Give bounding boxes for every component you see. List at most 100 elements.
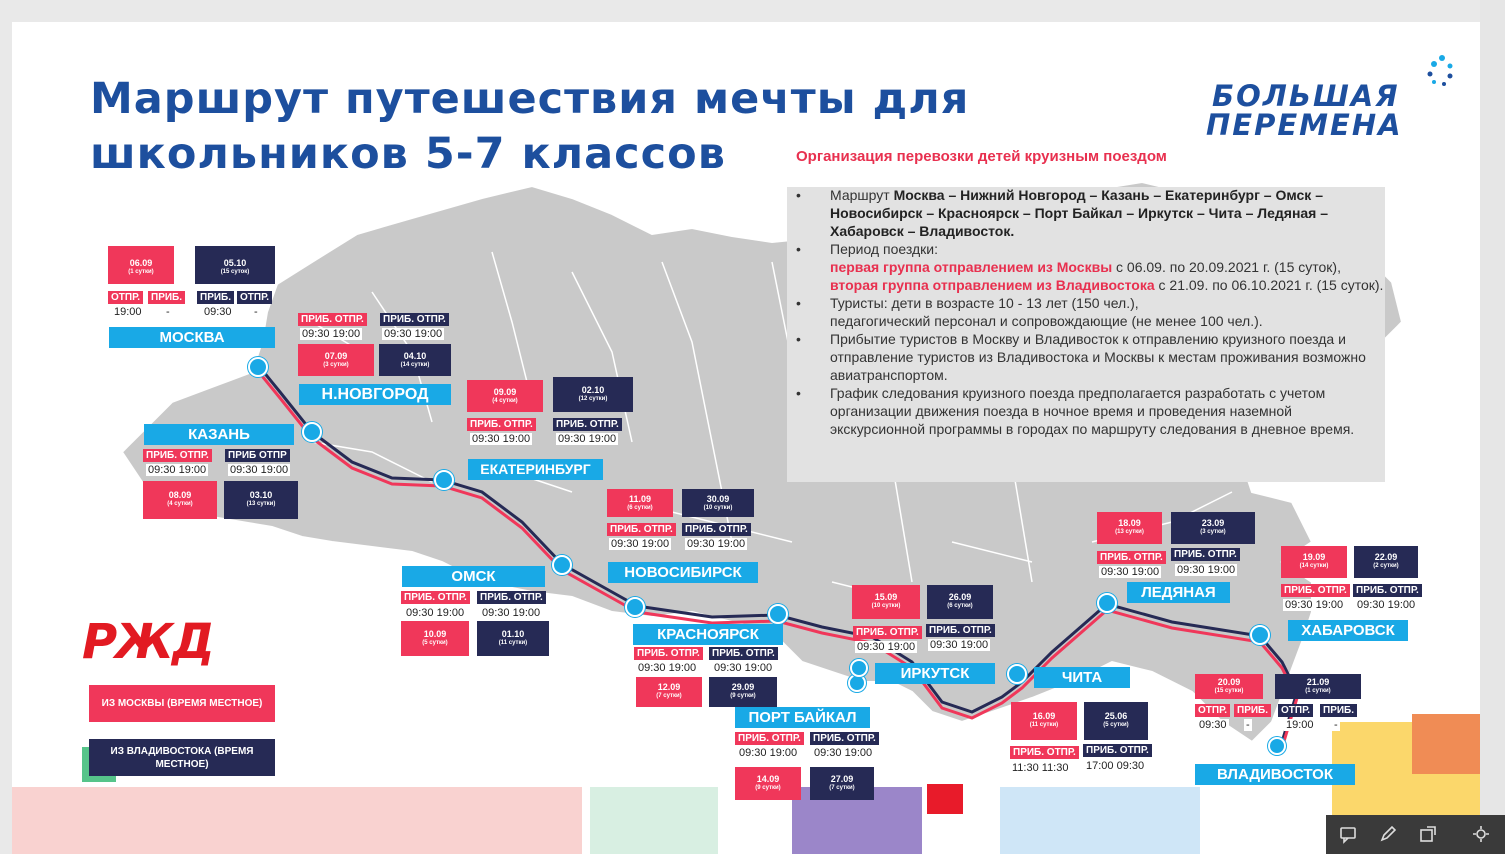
ledyanaya-navy-box: 23.09(3 сутки) xyxy=(1171,512,1255,544)
city-label-portbaikal: ПОРТ БАЙКАЛ xyxy=(735,707,870,728)
irkutsk-pink-time: 09:30 19:00 xyxy=(855,641,918,653)
ledyanaya-pink-time: 09:30 19:00 xyxy=(1099,566,1162,578)
station-dot-irkutsk[interactable] xyxy=(850,659,868,677)
city-label-nnovgorod: Н.НОВГОРОД xyxy=(299,384,451,405)
krasnoyarsk-pink-label: ПРИБ. ОТПР. xyxy=(634,647,703,660)
novosibirsk-pink-label: ПРИБ. ОТПР. xyxy=(607,523,676,536)
viewer-toolbar xyxy=(1326,815,1505,854)
vladivostok-pink-time-1: 09:30 xyxy=(1197,719,1229,731)
bottom-band-segment xyxy=(1412,714,1480,774)
krasnoyarsk-navy-label: ПРИБ. ОТПР. xyxy=(709,647,778,660)
ledyanaya-pink-box: 18.09(13 сутки) xyxy=(1097,512,1162,544)
station-dot-krasnoyarsk[interactable] xyxy=(768,604,788,624)
info-list: •Маршрут Москва – Нижний Новгород – Каза… xyxy=(794,186,1389,438)
nnovgorod-navy-time: 09:30 19:00 xyxy=(382,328,445,340)
chita-navy-time: 17:00 09:30 xyxy=(1084,760,1147,772)
settings-icon[interactable] xyxy=(1471,824,1491,844)
vladivostok-pink-label-1: ОТПР. xyxy=(1195,704,1231,717)
rzd-logo: РЖД xyxy=(82,614,215,670)
city-label-chita: ЧИТА xyxy=(1034,667,1130,688)
station-dot-khabarovsk[interactable] xyxy=(1250,625,1270,645)
vladivostok-pink-label-2: ПРИБ. xyxy=(1234,704,1272,717)
vladivostok-navy-label-2: ПРИБ. xyxy=(1320,704,1358,717)
bottom-band-segment xyxy=(12,787,582,854)
fullscreen-icon[interactable] xyxy=(1418,824,1438,844)
city-label-ledyanaya: ЛЕДЯНАЯ xyxy=(1127,582,1230,603)
station-dot-moscow[interactable] xyxy=(248,357,268,377)
novosibirsk-pink-time: 09:30 19:00 xyxy=(609,538,672,550)
moscow-navy-label-1: ПРИБ. xyxy=(197,291,235,304)
irkutsk-pink-label: ПРИБ. ОТПР. xyxy=(853,626,922,639)
station-dot-ekaterinburg[interactable] xyxy=(434,470,454,490)
novosibirsk-navy-label: ПРИБ. ОТПР. xyxy=(682,523,751,536)
station-dot-ledyanaya[interactable] xyxy=(1097,593,1117,613)
irkutsk-pink-box: 15.09(10 сутки) xyxy=(852,585,920,619)
moscow-navy-time-1: 09:30 xyxy=(202,306,234,318)
vladivostok-navy-box: 21.09(1 сутки) xyxy=(1275,674,1361,699)
krasnoyarsk-pink-box: 12.09(7 сутки) xyxy=(636,677,702,707)
kazan-navy-box: 03.10(13 сутки) xyxy=(224,481,298,519)
nnovgorod-pink-label: ПРИБ. ОТПР. xyxy=(298,313,367,326)
vladivostok-pink-time-2: - xyxy=(1244,719,1252,731)
station-dot-chita[interactable] xyxy=(1007,664,1027,684)
page-title: Маршрут путешествия мечты для школьников… xyxy=(90,72,969,182)
bottom-band-segment xyxy=(1000,787,1200,854)
krasnoyarsk-navy-time: 09:30 19:00 xyxy=(712,662,775,674)
chita-pink-label: ПРИБ. ОТПР. xyxy=(1010,746,1079,759)
vladivostok-navy-label-1: ОТПР. xyxy=(1278,704,1314,717)
moscow-pink-label-2: ПРИБ. xyxy=(148,291,186,304)
legend-from-vladivostok: ИЗ ВЛАДИВОСТОКА (ВРЕМЯ МЕСТНОЕ) xyxy=(89,739,275,776)
bottom-band-segment xyxy=(590,787,718,854)
khabarovsk-pink-label: ПРИБ. ОТПР. xyxy=(1281,584,1350,597)
moscow-navy-time-2: - xyxy=(252,306,260,318)
org-title: Организация перевозки детей круизным пое… xyxy=(796,148,1167,165)
novosibirsk-navy-time: 09:30 19:00 xyxy=(685,538,748,550)
khabarovsk-navy-time: 09:30 19:00 xyxy=(1355,599,1418,611)
info-route: •Маршрут Москва – Нижний Новгород – Каза… xyxy=(796,187,1329,239)
nnovgorod-navy-label: ПРИБ. ОТПР. xyxy=(380,313,449,326)
irkutsk-navy-time: 09:30 19:00 xyxy=(928,639,991,651)
novosibirsk-navy-box: 30.09(10 сутки) xyxy=(682,489,754,517)
portbaikal-pink-time: 09:30 19:00 xyxy=(737,747,800,759)
chita-navy-label: ПРИБ. ОТПР. xyxy=(1083,744,1152,757)
title-line-2: школьников 5-7 классов xyxy=(90,129,726,179)
ekaterinburg-navy-box: 02.10(12 сутки) xyxy=(553,377,633,412)
ekaterinburg-pink-label: ПРИБ. ОТПР. xyxy=(467,418,536,431)
comment-icon[interactable] xyxy=(1338,824,1358,844)
legend-from-moscow: ИЗ МОСКВЫ (ВРЕМЯ МЕСТНОЕ) xyxy=(89,685,275,722)
kazan-navy-time: 09:30 19:00 xyxy=(228,464,291,476)
station-dot-vladivostok[interactable] xyxy=(1268,737,1286,755)
station-dot-novosibirsk[interactable] xyxy=(625,597,645,617)
portbaikal-pink-box: 14.09(9 сутки) xyxy=(735,767,801,800)
city-label-khabarovsk: ХАБАРОВСК xyxy=(1288,620,1408,641)
title-line-1: Маршрут путешествия мечты для xyxy=(90,74,970,124)
city-label-omsk: ОМСК xyxy=(402,566,545,587)
omsk-pink-box: 10.09(5 сутки) xyxy=(401,621,469,656)
ledyanaya-navy-label: ПРИБ. ОТПР. xyxy=(1171,548,1240,561)
city-label-kazan: КАЗАНЬ xyxy=(144,424,294,445)
ekaterinburg-pink-box: 09.09(4 сутки) xyxy=(467,380,543,412)
city-label-moscow: МОСКВА xyxy=(109,327,275,348)
city-label-novosibirsk: НОВОСИБИРСК xyxy=(608,562,758,583)
ekaterinburg-pink-time: 09:30 19:00 xyxy=(470,433,533,445)
chita-navy-box: 25.06(5 сутки) xyxy=(1084,702,1148,740)
city-label-krasnoyarsk: КРАСНОЯРСК xyxy=(633,624,783,645)
brand-logo: БОЛЬШАЯ ПЕРЕМЕНА xyxy=(1206,82,1403,140)
info-period: •Период поездки: первая группа отправлен… xyxy=(796,241,1384,293)
omsk-pink-time: 09:30 19:00 xyxy=(404,607,467,619)
slide: Маршрут путешествия мечты для школьников… xyxy=(12,22,1480,854)
kazan-navy-label: ПРИБ ОТПР xyxy=(225,449,290,462)
khabarovsk-pink-box: 19.09(14 сутки) xyxy=(1281,546,1347,578)
omsk-navy-label: ПРИБ. ОТПР. xyxy=(477,591,546,604)
station-dot-kazan[interactable] xyxy=(302,422,322,442)
khabarovsk-navy-box: 22.09(2 сутки) xyxy=(1354,546,1418,578)
pen-icon[interactable] xyxy=(1378,824,1398,844)
station-dot-omsk[interactable] xyxy=(552,555,572,575)
portbaikal-pink-label: ПРИБ. ОТПР. xyxy=(735,732,804,745)
info-arrival: •Прибытие туристов в Москву и Владивосто… xyxy=(796,331,1366,383)
krasnoyarsk-pink-time: 09:30 19:00 xyxy=(636,662,699,674)
nnovgorod-pink-time: 09:30 19:00 xyxy=(300,328,363,340)
novosibirsk-pink-box: 11.09(6 сутки) xyxy=(607,489,673,517)
portbaikal-navy-box: 27.09(7 сутки) xyxy=(810,767,874,800)
brand-line-2: ПЕРЕМЕНА xyxy=(1206,108,1403,142)
